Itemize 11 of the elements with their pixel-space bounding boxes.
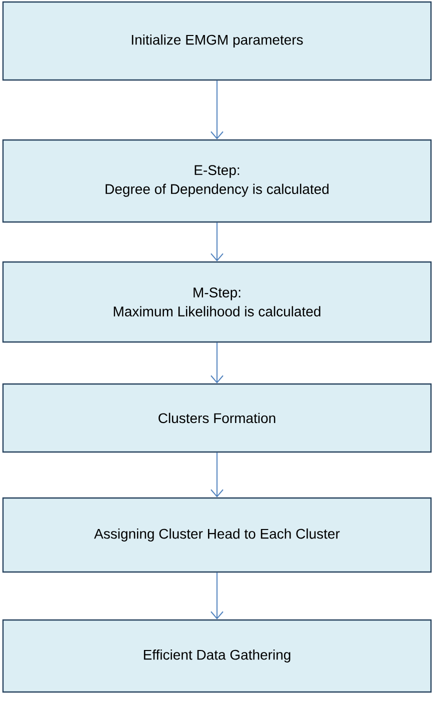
process-box: Efficient Data Gathering <box>2 619 432 693</box>
arrow <box>210 452 224 498</box>
arrow <box>210 342 224 384</box>
process-box: M-Step: Maximum Likelihood is calculated <box>2 261 432 343</box>
process-box: Initialize EMGM parameters <box>2 1 432 81</box>
arrow <box>210 572 224 620</box>
process-box: Assigning Cluster Head to Each Cluster <box>2 497 432 573</box>
process-box: Clusters Formation <box>2 383 432 453</box>
process-box: E-Step: Degree of Dependency is calculated <box>2 139 432 223</box>
arrow <box>210 80 224 140</box>
arrow <box>210 222 224 262</box>
